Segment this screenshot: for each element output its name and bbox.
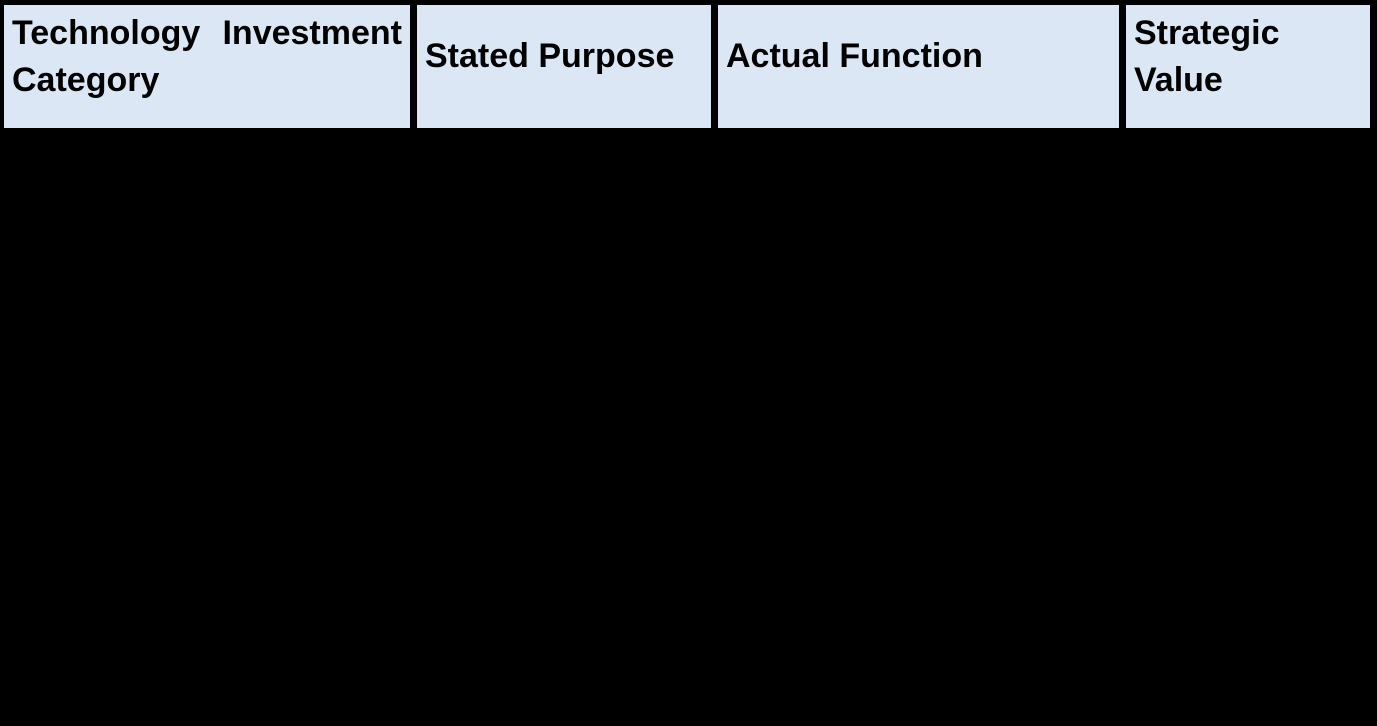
header-line: Value [1134,60,1223,99]
header-line: Stated Purpose [425,37,675,75]
header-line: Strategic [1134,13,1280,52]
table-body-blacked-out [0,134,1377,726]
header-line: Technology Investment [12,13,402,52]
header-cell-text: Actual Function [726,33,1111,80]
header-cell-text: Strategic Value [1134,10,1362,104]
header-cell-strategic-value: Strategic Value [1126,5,1370,128]
header-cell-text: Stated Purpose [425,33,703,80]
header-cell-stated-purpose: Stated Purpose [417,5,711,128]
header-cell-text: Technology Investment Category [12,10,402,104]
table-header-row: Technology Investment Category Stated Pu… [4,5,1370,128]
header-cell-actual-function: Actual Function [718,5,1119,128]
header-line: Actual Function [726,37,983,75]
header-line: Category [12,60,160,99]
header-cell-technology-investment-category: Technology Investment Category [4,5,410,128]
